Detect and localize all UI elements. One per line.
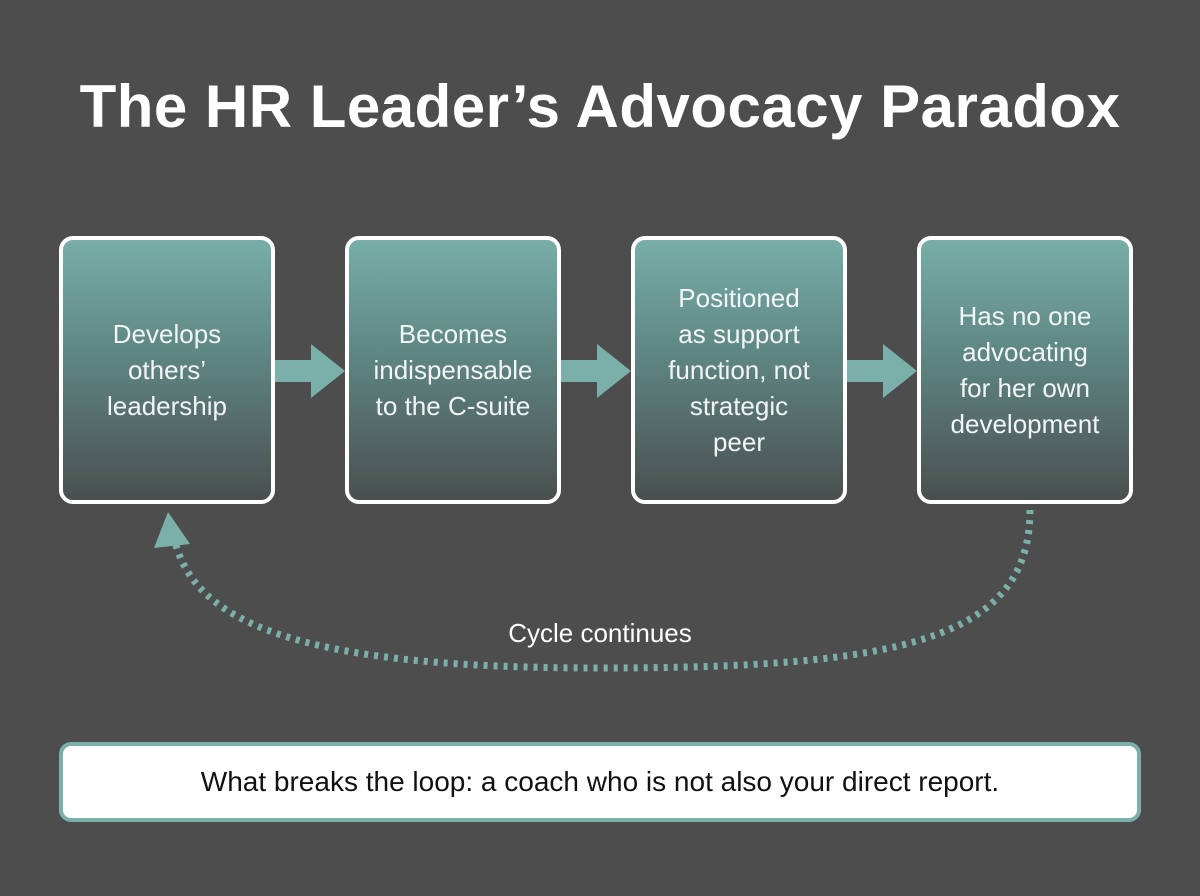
step-2-line-1: Becomes bbox=[398, 319, 508, 349]
step-3-line-2: as support bbox=[678, 319, 800, 349]
step-3-line-3: function, not bbox=[668, 355, 810, 385]
arrow-right-icon bbox=[561, 344, 631, 398]
step-box-1: Develops others’ leadership bbox=[59, 236, 275, 504]
callout-text: What breaks the loop: a coach who is not… bbox=[200, 766, 1000, 797]
step-box-4: Has no one advocating for her own develo… bbox=[917, 236, 1133, 504]
step-3-line-5: peer bbox=[712, 427, 766, 457]
arrow-right-icon bbox=[275, 344, 345, 398]
step-1-line-1: Develops bbox=[112, 319, 222, 349]
step-3-line-4: strategic bbox=[689, 391, 789, 421]
step-4-line-1: Has no one bbox=[958, 301, 1092, 331]
step-1-line-2: others’ bbox=[127, 355, 207, 385]
callout-box: What breaks the loop: a coach who is not… bbox=[59, 742, 1141, 822]
step-box-2: Becomes indispensable to the C-suite bbox=[345, 236, 561, 504]
step-4-line-4: development bbox=[950, 409, 1100, 439]
diagram-title: The HR Leader’s Advocacy Paradox bbox=[79, 73, 1121, 140]
cycle-label: Cycle continues bbox=[508, 618, 692, 648]
step-3-line-1: Positioned bbox=[678, 283, 800, 313]
arrow-right-icon bbox=[847, 344, 917, 398]
step-4-line-2: advocating bbox=[962, 337, 1088, 367]
step-4-line-3: for her own bbox=[959, 373, 1091, 403]
step-box-3: Positioned as support function, not stra… bbox=[631, 236, 847, 504]
step-2-line-3: to the C-suite bbox=[375, 391, 531, 421]
step-1-line-3: leadership bbox=[107, 391, 227, 421]
step-2-line-2: indispensable bbox=[373, 355, 533, 385]
